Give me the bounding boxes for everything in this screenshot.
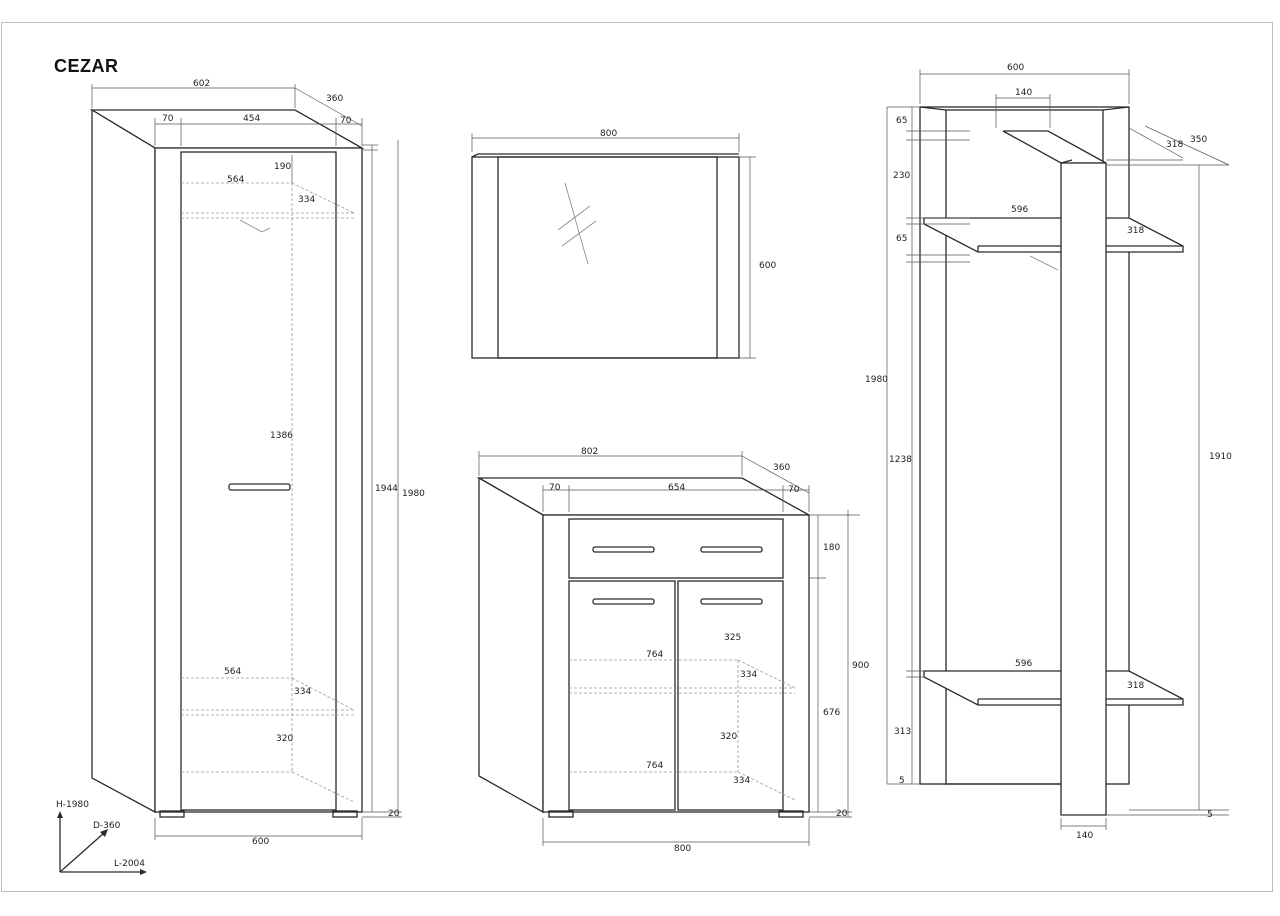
hallstand-total-height-label: 1980 (865, 375, 888, 385)
chest-feet-label: 20 (836, 809, 848, 819)
wardrobe-foot-right (332, 810, 358, 818)
chest-drawer-handle-right[interactable] (700, 546, 763, 553)
hallstand-top-depth-b-label: 350 (1190, 135, 1207, 145)
hallstand-front-panel (1060, 162, 1107, 816)
chest-total-height-label: 900 (852, 661, 869, 671)
wardrobe-bottom-gap-label: 320 (276, 734, 293, 744)
wardrobe-rail-offset-label: 190 (274, 162, 291, 172)
depth-arrow-head-icon (100, 829, 108, 837)
hallstand-middle-gap-label: 1238 (889, 455, 912, 465)
mirror-width-label: 800 (600, 129, 617, 139)
wardrobe-total-height-label: 1980 (402, 489, 425, 499)
chest-foot-right (778, 810, 804, 818)
height-arrow-head-icon (57, 811, 63, 818)
wardrobe-door-handle[interactable] (228, 483, 291, 491)
chest-inner-width-label: 654 (668, 483, 685, 493)
hallstand-top-rail-label: 65 (896, 116, 907, 126)
chest-shelf-width-upper-label: 764 (646, 650, 663, 660)
wardrobe-width-label: 602 (193, 79, 210, 89)
chest-side-left-label: 70 (549, 483, 561, 493)
chest-depth-label: 360 (773, 463, 790, 473)
chest-door-total-label: 676 (823, 708, 840, 718)
mirror-glass (497, 156, 718, 359)
chest-door-height-label: 325 (724, 633, 741, 643)
wardrobe-side (91, 108, 156, 814)
wardrobe-front (154, 147, 363, 813)
wardrobe-base-width-label: 600 (252, 837, 269, 847)
chest-drawing (476, 451, 860, 846)
hallstand-shelf-width-top-label: 596 (1011, 205, 1028, 215)
hallstand-drawing (886, 69, 1230, 830)
mirror-height-label: 600 (759, 261, 776, 271)
chest-drawer (568, 518, 784, 579)
wardrobe-interior-height-label: 1386 (270, 431, 293, 441)
chest-foot-left (548, 810, 574, 818)
chest-door-left (568, 580, 676, 811)
chest-width-label: 802 (581, 447, 598, 457)
wardrobe-foot-left (159, 810, 185, 818)
wardrobe-door (180, 151, 337, 811)
depth-axis-arrow (59, 832, 105, 873)
chest-drawer-handle-left[interactable] (592, 546, 655, 553)
mirror-drawing (471, 133, 756, 359)
hallstand-side-height-label: 1910 (1209, 452, 1232, 462)
wardrobe-side-right-label: 70 (340, 116, 352, 126)
wardrobe-depth-label: 360 (326, 94, 343, 104)
hallstand-bottom-gap-label: 313 (894, 727, 911, 737)
chest-side-right-label: 70 (788, 485, 800, 495)
mirror-frame (471, 156, 740, 359)
chest-front (542, 514, 810, 813)
wardrobe-front-height-label: 1944 (375, 484, 398, 494)
wardrobe-shelf-bottom-width-label: 564 (224, 667, 241, 677)
height-axis-label: H-1980 (56, 800, 89, 810)
length-arrow-head-icon (140, 869, 147, 875)
hallstand-shelf-depth-bottom-label: 318 (1127, 681, 1144, 691)
depth-axis-label: D-360 (93, 821, 121, 831)
hallstand-shelf-width-bottom-label: 596 (1015, 659, 1032, 669)
chest-door-handle-left[interactable] (592, 598, 655, 605)
length-axis-label: L-2004 (114, 859, 145, 869)
sheet-frame (1, 22, 1273, 892)
chest-base-width-label: 800 (674, 844, 691, 854)
chest-shelf-width-lower-label: 764 (646, 761, 663, 771)
hallstand-lower-rail-label: 65 (896, 234, 907, 244)
hallstand-panel-width-label: 140 (1076, 831, 1093, 841)
hallstand-shelf-depth-top-label: 318 (1127, 226, 1144, 236)
chest-door-handle-right[interactable] (700, 598, 763, 605)
chest-drawer-height-label: 180 (823, 543, 840, 553)
product-title: CEZAR (54, 56, 119, 76)
hallstand-top-depth-a-label: 318 (1166, 140, 1183, 150)
hallstand-hook-width-label: 140 (1015, 88, 1032, 98)
chest-lower-gap-label: 320 (720, 732, 737, 742)
hallstand-upper-gap-label: 230 (893, 171, 910, 181)
chest-side (478, 476, 544, 814)
chest-door-right (677, 580, 784, 811)
axis-indicator (57, 811, 147, 875)
wardrobe-shelf-bottom-depth-label: 334 (294, 687, 311, 697)
wardrobe-shelf-top-width-label: 564 (227, 175, 244, 185)
hallstand-foot-right-label: 5 (1207, 810, 1213, 820)
chest-shelf-depth-lower-label: 334 (733, 776, 750, 786)
hallstand-foot-label: 5 (899, 776, 905, 786)
wardrobe-shelf-top-depth-label: 334 (298, 195, 315, 205)
wardrobe-side-left-label: 70 (162, 114, 174, 124)
wardrobe-drawing (89, 84, 402, 840)
hallstand-width-label: 600 (1007, 63, 1024, 73)
wardrobe-feet-label: 20 (388, 809, 400, 819)
wardrobe-door-width-label: 454 (243, 114, 260, 124)
chest-shelf-depth-upper-label: 334 (740, 670, 757, 680)
